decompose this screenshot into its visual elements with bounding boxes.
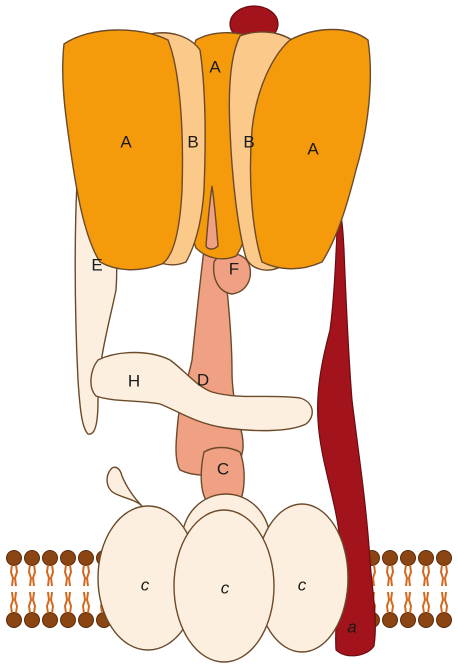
membrane-left [7, 551, 112, 628]
label-c-left: c [141, 575, 150, 594]
label-d: D [197, 370, 209, 389]
label-c-stalk: C [217, 459, 229, 478]
label-h: H [128, 371, 140, 390]
label-e: E [91, 255, 102, 274]
label-f: F [229, 259, 239, 278]
label-a-right: A [307, 139, 319, 158]
label-b-right: B [243, 132, 254, 151]
c-ring-knob [107, 467, 142, 506]
label-b-left: B [187, 132, 198, 151]
label-a-membrane: a [347, 617, 356, 636]
label-a-left: A [120, 132, 132, 151]
membrane-right [365, 551, 452, 628]
label-c-right: c [298, 575, 307, 594]
label-c-middle: c [221, 578, 230, 597]
label-a-top: A [209, 57, 221, 76]
